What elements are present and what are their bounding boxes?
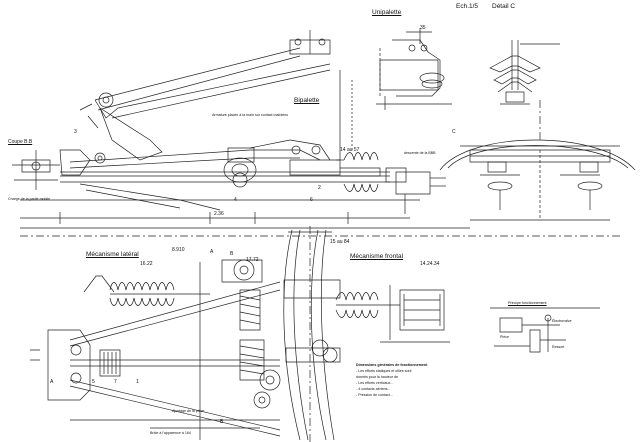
legend-line-2: donnés pour la hauteur de [356, 375, 398, 379]
lateral-mechanism-title: Mécanisme latéral [86, 251, 139, 258]
ref-3: 3 [74, 129, 77, 135]
ref-5: 5 [92, 379, 95, 385]
ref-2: 2 [318, 185, 321, 191]
dim-2-36: 2.36 [214, 211, 224, 217]
ref-a-low: A [50, 379, 54, 385]
ref-4: 4 [234, 197, 237, 203]
principle-title: Principe fonctionnement [508, 301, 547, 305]
bottom-note-1: Ajustage de la pièce [172, 409, 205, 413]
bottom-note-2: Bride à l'apparence à 164 [150, 431, 191, 435]
pantograph-side-elevation [20, 70, 470, 228]
side-note: Charge de la partie mobile [8, 197, 51, 201]
legend-line-5: - Pression de contact... [356, 393, 393, 397]
principle-label-1: Pièce [500, 335, 509, 339]
ref-6: 6 [310, 197, 313, 203]
frontal-part-15-84: 15 au 84 [330, 239, 350, 245]
detail-c-header: Détail C [492, 3, 516, 10]
detail-note: descente de la BBB [404, 151, 436, 155]
insulator-detail-top [490, 40, 560, 104]
lateral-mechanism-plan [30, 260, 280, 440]
ref-c: C [452, 129, 456, 135]
scale-label: Ech.1/5 [456, 3, 479, 10]
legend-line-4: - 4 contacts aériens... [356, 387, 391, 391]
bipalette-title: Bipalette [294, 97, 320, 104]
dim-14-57: 14 au 57 [340, 147, 360, 153]
unipalette-view [376, 28, 452, 110]
detail-c-view [440, 140, 635, 220]
principle-schematic [490, 308, 600, 352]
frontal-insulator-view [336, 285, 450, 342]
section-bb-title: Coupe B.B [8, 139, 33, 145]
section-bb-view [12, 150, 60, 190]
lateral-part-8-910: 8.910 [172, 247, 185, 253]
principle-label-2: Électrovalve [552, 319, 572, 323]
unipalette-part-35: 35 [420, 25, 426, 31]
pantograph-upper-view [80, 30, 330, 160]
unipalette-title: Unipalette [372, 9, 402, 16]
bipalette-note: Armature placée à la main sur contact ma… [212, 113, 289, 117]
ref-b-top: B [230, 251, 234, 257]
lateral-part-17-72: 17.72 [246, 257, 259, 263]
ref-1: 1 [136, 379, 139, 385]
ref-b-low: B [220, 419, 224, 425]
legend-title: Dimensions générales de fonctionnement [356, 363, 428, 367]
legend-line-1: - Les efforts statiques et utiles sont [356, 369, 412, 373]
frontal-part-14-24-34: 14.24.34 [420, 261, 440, 267]
legend-line-3: - Les efforts verticaux... [356, 381, 394, 385]
collector-horns-view [260, 230, 340, 440]
ref-7: 7 [114, 379, 117, 385]
principle-label-3: Ressort [552, 345, 565, 349]
ref-a-top: A [210, 249, 214, 255]
frontal-mechanism-title: Mécanisme frontal [350, 253, 404, 260]
lateral-part-16-22: 16.22 [140, 261, 153, 267]
